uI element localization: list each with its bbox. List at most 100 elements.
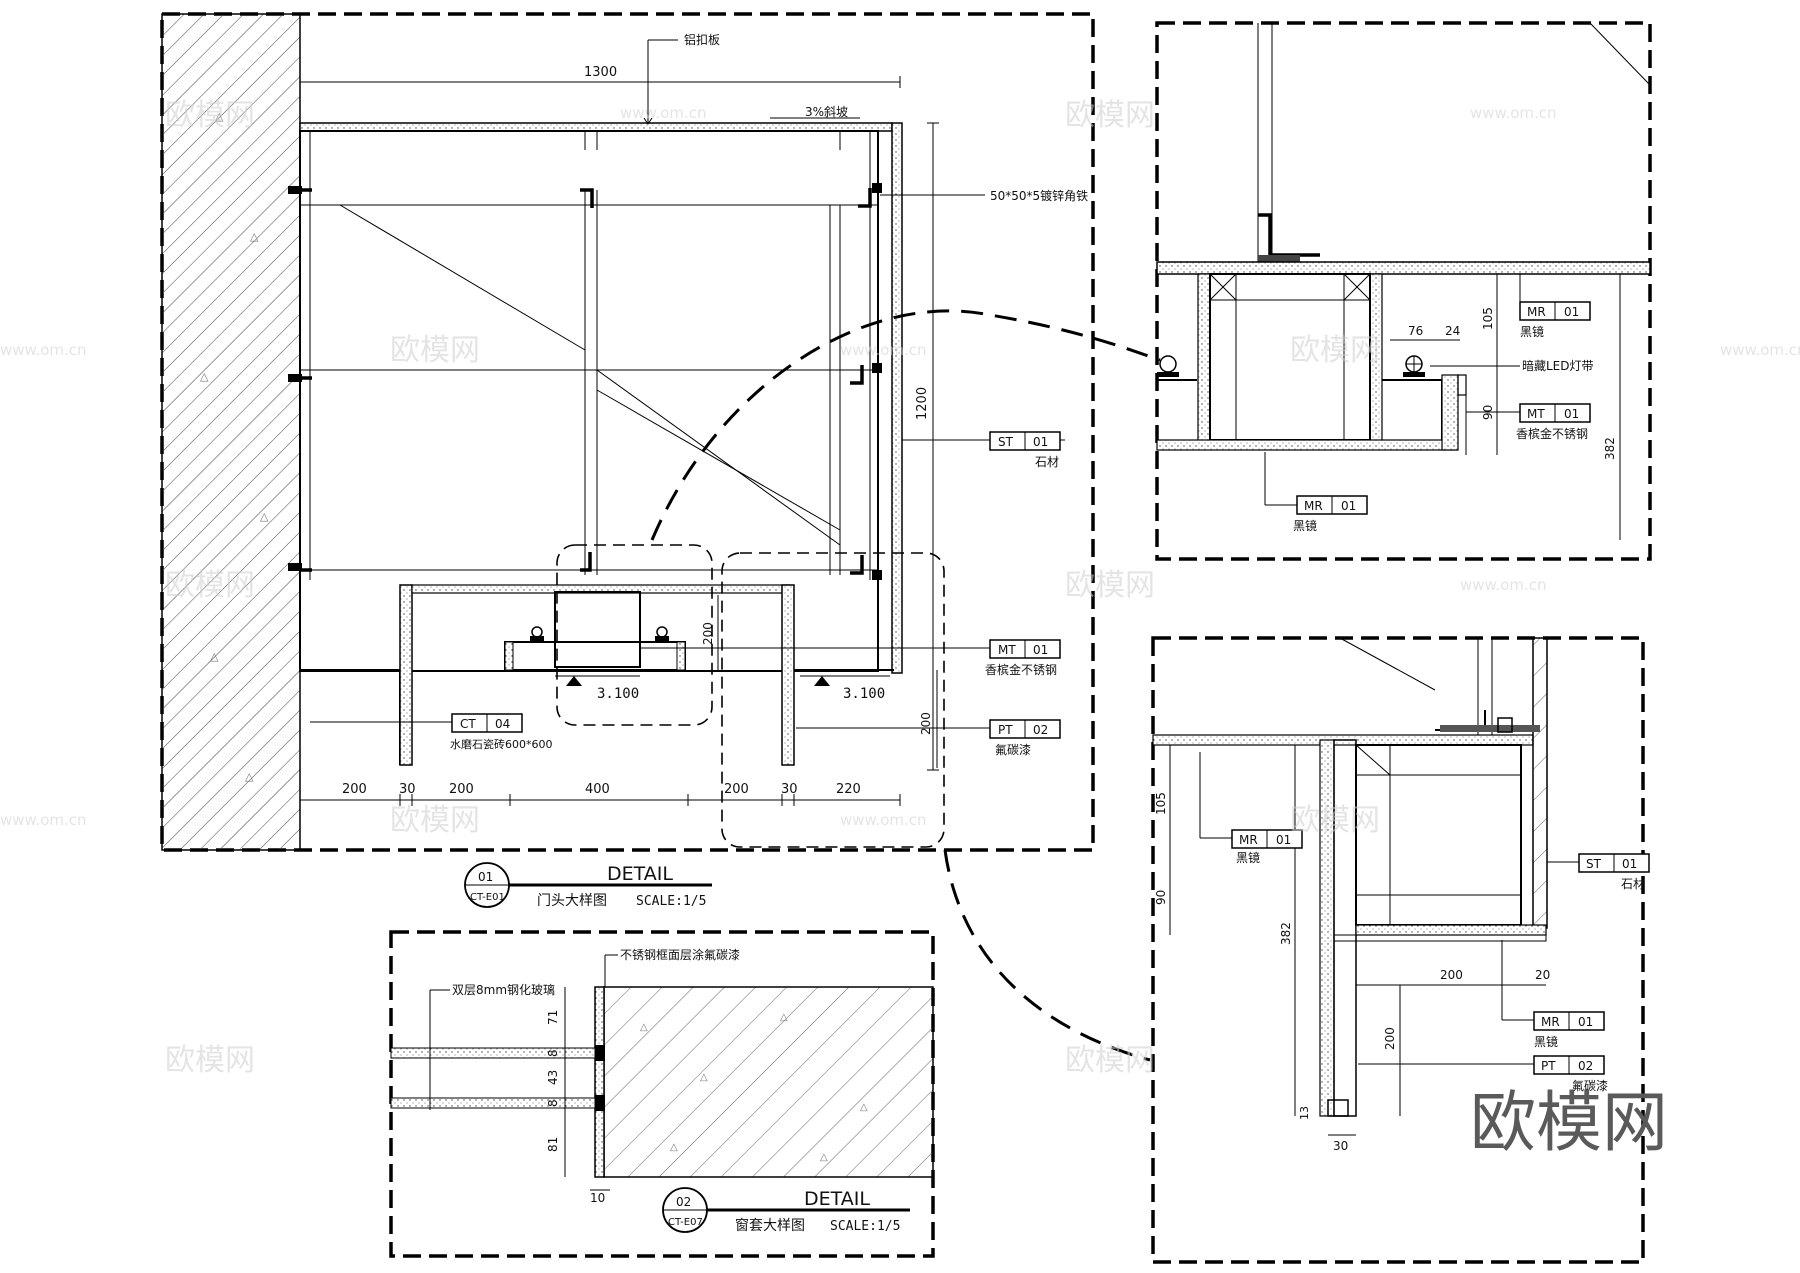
led-fixture-a	[1157, 355, 1425, 377]
tag-a-mr01b: MR 01 黑镜	[1293, 495, 1368, 533]
svg-text:01: 01	[1276, 833, 1291, 847]
dim-b105: 105	[1154, 792, 1168, 815]
dim-b200v: 200	[1383, 1027, 1397, 1050]
detail-01-heading: DETAIL	[607, 863, 673, 885]
callout-box-a	[556, 544, 713, 726]
detail-02-scale: SCALE:1/5	[830, 1219, 900, 1234]
tag-b-pt02: PT 02 氟碳漆	[1533, 1055, 1608, 1093]
svg-text:02: 02	[1033, 723, 1048, 737]
svg-text:www.om.cn: www.om.cn	[840, 811, 927, 829]
stone-casing	[603, 986, 934, 1178]
svg-text:MR: MR	[1541, 1015, 1560, 1029]
label-glass: 双层8mm钢化玻璃	[452, 983, 555, 997]
svg-text:氟碳漆: 氟碳漆	[995, 743, 1031, 757]
svg-text:CT-E07: CT-E07	[668, 1217, 703, 1228]
svg-text:香槟金不锈钢: 香槟金不锈钢	[985, 662, 1057, 677]
svg-text:01: 01	[1564, 305, 1579, 319]
tag-st01: ST 01 石材	[989, 431, 1061, 469]
svg-text:△: △	[215, 110, 224, 123]
label-angle-iron: 50*50*5镀锌角铁	[990, 189, 1088, 203]
label-frame: 不锈钢框面层涂氟碳漆	[620, 947, 740, 962]
stone-wall-b	[1532, 637, 1548, 929]
label-top-panel: 铝扣板	[684, 32, 720, 47]
tag-a-mt01: MT 01 香槟金不锈钢	[1516, 403, 1591, 441]
svg-text:欧模网: 欧模网	[1290, 333, 1380, 368]
detail-01-scale: SCALE:1/5	[636, 894, 706, 909]
dim-1300: 1300	[584, 65, 617, 80]
svg-text:黑镜: 黑镜	[1534, 1034, 1558, 1049]
dim-b13: 13	[1298, 1106, 1311, 1120]
dim-b400: 400	[585, 782, 610, 797]
light-trough	[504, 641, 686, 671]
svg-text:MT: MT	[1527, 407, 1545, 421]
dim-b30a: 30	[399, 782, 416, 797]
dim-b20: 20	[1535, 968, 1550, 982]
svg-text:01: 01	[1578, 1015, 1593, 1029]
led-fixtures	[530, 626, 669, 641]
detail-a-drawing: 76 24 105 90 382 暗藏LED灯带 MR 01 黑镜 MT 01 …	[1155, 21, 1652, 561]
callout-box-b	[721, 552, 945, 848]
svg-text:01: 01	[1341, 499, 1356, 513]
svg-text:△: △	[210, 650, 219, 663]
svg-text:CT: CT	[460, 717, 476, 731]
right-pilaster	[781, 584, 795, 766]
svg-text:欧模网: 欧模网	[1290, 803, 1380, 838]
dim-10: 10	[590, 1191, 605, 1205]
svg-text:欧模网: 欧模网	[165, 98, 255, 133]
dim-8a: 8	[546, 1049, 560, 1057]
svg-text:01: 01	[1564, 407, 1579, 421]
svg-text:欧模网: 欧模网	[390, 803, 480, 838]
angle-irons	[300, 188, 872, 575]
stone-cladding	[891, 122, 903, 674]
svg-text:www.om.cn: www.om.cn	[1460, 576, 1547, 594]
wall-section	[161, 13, 301, 851]
svg-text:△: △	[200, 370, 209, 383]
svg-text:MR: MR	[1527, 305, 1546, 319]
svg-text:黑镜: 黑镜	[1520, 324, 1544, 339]
svg-text:01: 01	[1033, 643, 1048, 657]
svg-text:石材: 石材	[1035, 455, 1059, 469]
svg-text:MT: MT	[998, 643, 1016, 657]
detail-b-frame	[1151, 636, 1645, 1264]
vertical-panel-b	[1319, 739, 1335, 1117]
anchor-bolts	[288, 183, 882, 580]
svg-text:www.om.cn: www.om.cn	[620, 104, 707, 122]
dim-105: 105	[1481, 307, 1495, 330]
svg-text:ST: ST	[1586, 857, 1602, 871]
svg-text:www.om.cn: www.om.cn	[1720, 341, 1800, 359]
svg-text:氟碳漆: 氟碳漆	[1572, 1079, 1608, 1093]
svg-text:www.om.cn: www.om.cn	[840, 341, 927, 359]
dim-76: 76	[1408, 324, 1423, 338]
connector-arc-b	[943, 849, 1151, 1062]
level-label-b: 3.100	[843, 686, 885, 702]
svg-text:02: 02	[1578, 1059, 1593, 1073]
svg-text:01: 01	[478, 870, 493, 884]
level-marker-a	[566, 676, 582, 686]
svg-text:01: 01	[1033, 435, 1048, 449]
casing-aggregate-marks: △△△ △△△	[640, 1012, 868, 1163]
dim-b200: 200	[1440, 968, 1463, 982]
dim-h200: 200	[701, 622, 715, 645]
tag-ct04: CT 04 水磨石瓷砖600*600	[450, 713, 553, 751]
svg-text:△: △	[640, 1022, 648, 1033]
svg-text:黑镜: 黑镜	[1236, 850, 1260, 865]
svg-text:△: △	[670, 1142, 678, 1153]
connector-arc-a	[650, 309, 1161, 541]
svg-text:PT: PT	[998, 723, 1013, 737]
left-return	[300, 669, 401, 765]
dim-b90: 90	[1154, 890, 1168, 905]
svg-text:△: △	[250, 230, 259, 243]
wall-aggregate-marks: △△ △△ △△	[200, 110, 269, 783]
svg-text:△: △	[780, 1012, 788, 1023]
dim-71: 71	[546, 1010, 560, 1025]
dim-b200b: 200	[449, 782, 474, 797]
dim-b200c: 200	[724, 782, 749, 797]
watermarks: 欧模网 欧模网 欧模网 欧模网 欧模网 欧模网 欧模网 欧模网 欧模网 欧模网 …	[0, 98, 1800, 1161]
ceiling-panel	[299, 122, 893, 132]
dim-81: 81	[546, 1137, 560, 1152]
dim-b382: 382	[1279, 922, 1293, 945]
dim-b30: 30	[1333, 1139, 1348, 1153]
steel-frame-casing	[594, 986, 605, 1178]
ceiling-slab	[1156, 261, 1651, 275]
svg-text:01: 01	[1622, 857, 1637, 871]
